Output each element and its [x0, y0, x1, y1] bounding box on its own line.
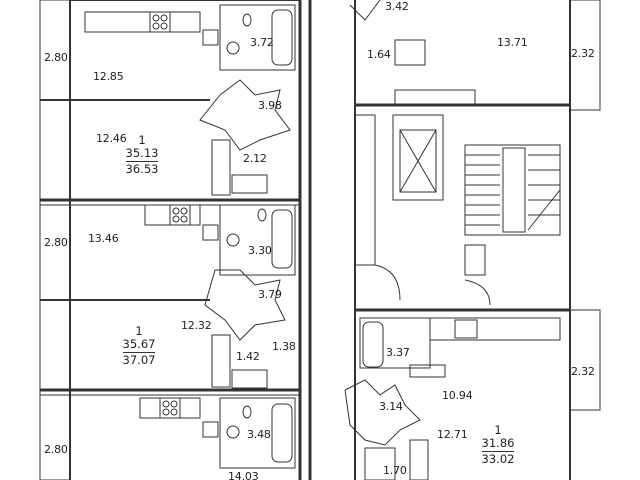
room-area-b-living: 12.32: [181, 319, 212, 332]
counter-a: [84, 11, 201, 33]
room-area-r-top-wc: 1.64: [367, 48, 391, 61]
elevator-shaft: [392, 114, 444, 201]
apartment-b-summary: 1 35.67 37.07: [117, 325, 161, 367]
bathroom-b: [219, 204, 296, 276]
room-area-b-hall: 3.79: [258, 288, 282, 301]
hall-right-outline: [344, 379, 421, 446]
bathtub-b: [271, 209, 293, 269]
hall-b-outline: [204, 269, 286, 341]
room-area-b-wc2: 1.38: [272, 340, 296, 353]
bathtub-a: [271, 9, 293, 66]
room-area-r-top-loggia: 2.32: [571, 47, 595, 60]
apartment-a-summary: 1 35.13 36.53: [120, 134, 164, 176]
room-area-r-bath: 3.37: [386, 346, 410, 359]
staircase: [464, 144, 561, 236]
stove-b: [169, 204, 191, 226]
apartment-a-living: 35.13: [125, 146, 159, 160]
stove-c: [159, 397, 181, 419]
apartment-b-rooms: 1: [135, 324, 143, 338]
room-area-r-top-kitchen: 13.71: [497, 36, 528, 49]
room-area-a-loggia: 2.80: [44, 51, 68, 64]
apartment-a-rooms: 1: [138, 133, 146, 147]
apartment-c-summary: 1 31.86 33.02: [476, 424, 520, 466]
bathroom-right: [359, 317, 431, 369]
room-area-r-kitchen: 10.94: [442, 389, 473, 402]
room-area-r-wc: 1.70: [383, 464, 407, 477]
right-loggia-top: [569, 0, 601, 111]
room-area-c-kitchen: 14.03: [228, 470, 259, 480]
room-area-r-living: 12.71: [437, 428, 468, 441]
apartment-a-total: 36.53: [125, 161, 159, 176]
room-area-b-loggia: 2.80: [44, 236, 68, 249]
shelves-a: [211, 139, 231, 196]
stove-a: [149, 11, 171, 33]
bathroom-c: [219, 397, 296, 469]
sink-top-right: [394, 39, 426, 66]
counter-b: [144, 204, 201, 226]
counter-right: [429, 317, 561, 341]
apartment-c-living: 31.86: [481, 436, 515, 450]
room-area-a-living: 12.46: [96, 132, 127, 145]
room-area-b-bath: 3.30: [248, 244, 272, 257]
bathtub-c: [271, 403, 293, 463]
room-area-r-loggia: 2.32: [571, 365, 595, 378]
room-area-b-wc: 1.42: [236, 350, 260, 363]
apartment-c-total: 33.02: [481, 451, 515, 466]
hall-a-outline: [199, 79, 291, 151]
room-area-c-loggia: 2.80: [44, 443, 68, 456]
room-area-a-kitchen: 12.85: [93, 70, 124, 83]
room-area-r-hall: 3.14: [379, 400, 403, 413]
apartment-b-living: 35.67: [122, 337, 156, 351]
room-area-r-top-hall: 3.42: [385, 0, 409, 13]
room-area-a-hall: 3.98: [258, 99, 282, 112]
shelves-b: [211, 334, 231, 388]
bathroom-a: [219, 4, 296, 71]
room-area-a-bath: 3.72: [250, 36, 274, 49]
right-loggia-bottom: [569, 309, 601, 411]
room-area-b-kitchen: 13.46: [88, 232, 119, 245]
apartment-c-rooms: 1: [494, 423, 502, 437]
counter-c: [139, 397, 201, 419]
apartment-b-total: 37.07: [122, 352, 156, 367]
room-area-c-bath: 3.48: [247, 428, 271, 441]
room-area-a-wc: 2.12: [243, 152, 267, 165]
